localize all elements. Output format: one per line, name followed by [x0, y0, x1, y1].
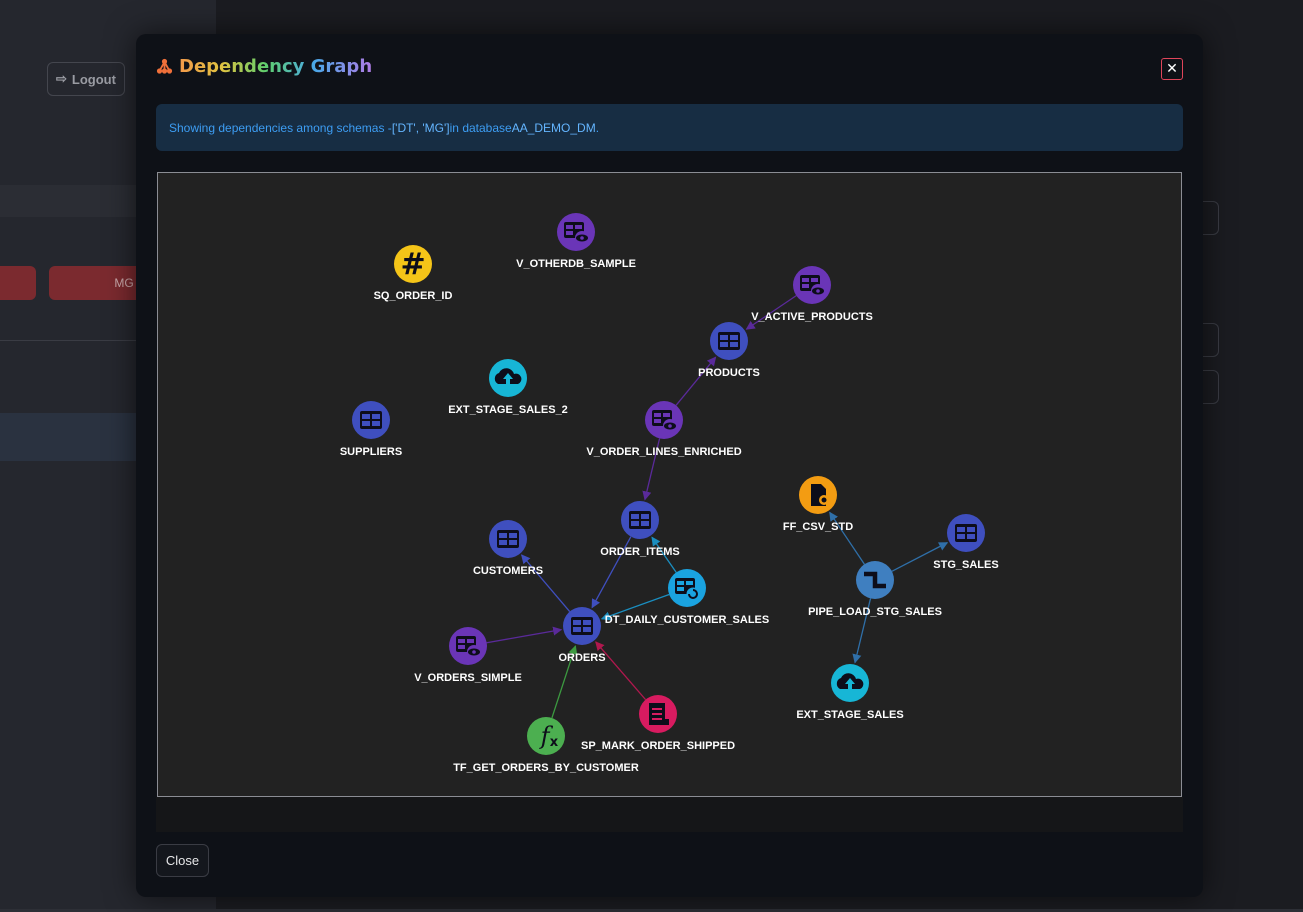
- graph-node-label: SQ_ORDER_ID: [374, 290, 453, 302]
- graph-node-label: STG_SALES: [933, 559, 998, 571]
- dialog-title: Dependency Graph: [156, 56, 372, 77]
- view-icon: [652, 410, 677, 433]
- graph-node-label: V_ORDERS_SIMPLE: [414, 672, 522, 684]
- table-icon: [360, 411, 382, 429]
- table-icon: [955, 524, 977, 542]
- schema-pill-label: MG: [114, 276, 134, 290]
- cloud-upload-icon: [836, 673, 864, 690]
- graph-node-stg-sales[interactable]: STG_SALES: [933, 514, 999, 571]
- info-middle: in database: [449, 120, 512, 135]
- sidebar-divider: [0, 340, 216, 341]
- graph-node-label: EXT_STAGE_SALES_2: [448, 404, 568, 416]
- graph-node-pipe-load-stg-sales[interactable]: PIPE_LOAD_STG_SALES: [808, 561, 942, 618]
- edge-order_items-to-orders[interactable]: [591, 536, 632, 609]
- edge-pipe_load_stg_sales-to-ff_csv_std[interactable]: [829, 511, 865, 565]
- graph-node-products[interactable]: PRODUCTS: [698, 322, 760, 379]
- table-icon: [718, 332, 740, 350]
- graph-footer-strip: [156, 797, 1183, 832]
- edge-sp_mark_order_shipped-to-orders[interactable]: [595, 641, 647, 701]
- graph-node-v-order-lines-enriched[interactable]: V_ORDER_LINES_ENRICHED: [586, 401, 742, 458]
- logout-icon: ⇨: [56, 71, 67, 86]
- edge-pipe_load_stg_sales-to-stg_sales[interactable]: [891, 542, 949, 572]
- info-database: AA_DEMO_DM: [511, 120, 596, 135]
- graph-node-suppliers[interactable]: SUPPLIERS: [340, 401, 402, 458]
- info-prefix: Showing dependencies among schemas -: [169, 120, 392, 135]
- procedure-icon: [649, 703, 669, 725]
- graph-node-dt-daily-customer-sales[interactable]: DT_DAILY_CUSTOMER_SALES: [605, 569, 769, 626]
- dependency-graph-svg[interactable]: # SQ_ORDER_ID V_OTHERDB_SAMPLE V_ACTIVE_PRO…: [158, 173, 1181, 796]
- graph-node-orders[interactable]: ORDERS: [558, 607, 606, 664]
- graph-node-v-active-products[interactable]: V_ACTIVE_PRODUCTS: [751, 266, 873, 323]
- dialog-title-text: Dependency Graph: [179, 56, 373, 77]
- graph-node-order-items[interactable]: ORDER_ITEMS: [600, 501, 680, 558]
- graph-node-label: V_ORDER_LINES_ENRICHED: [586, 446, 741, 458]
- pipe-icon: [864, 571, 886, 589]
- info-schemas: ['DT', 'MG']: [391, 120, 450, 135]
- edge-v_order_lines_enriched-to-products[interactable]: [675, 356, 717, 406]
- svg-text:x: x: [550, 735, 559, 750]
- edge-v_active_products-to-products[interactable]: [745, 295, 797, 330]
- edge-tf_get_orders_by_customer-to-orders[interactable]: [551, 645, 578, 719]
- graph-node-label: ORDER_ITEMS: [600, 546, 679, 558]
- graph-node-circle[interactable]: [394, 245, 432, 283]
- graph-node-ext-stage-sales-2[interactable]: EXT_STAGE_SALES_2: [448, 359, 568, 416]
- edge-dt_daily_customer_sales-to-order_items[interactable]: [651, 536, 677, 573]
- edge-v_orders_simple-to-orders[interactable]: [486, 626, 563, 644]
- graph-node-label: V_ACTIVE_PRODUCTS: [751, 311, 873, 323]
- graph-node-v-orders-simple[interactable]: V_ORDERS_SIMPLE: [414, 627, 522, 684]
- edge-pipe_load_stg_sales-to-ext_stage_sales[interactable]: [852, 598, 872, 664]
- table-icon: [497, 530, 519, 548]
- dependency-graph-canvas[interactable]: # SQ_ORDER_ID V_OTHERDB_SAMPLE V_ACTIVE_PRO…: [157, 172, 1182, 797]
- edge-v_order_lines_enriched-to-order_items[interactable]: [642, 438, 661, 501]
- edge-orders-to-customers[interactable]: [521, 554, 571, 612]
- view-icon: [800, 275, 825, 298]
- graph-node-ff-csv-std[interactable]: FF_CSV_STD: [783, 476, 853, 533]
- cloud-upload-icon: [494, 368, 522, 385]
- bottom-bar: [0, 909, 1303, 912]
- background-input[interactable]: [1190, 370, 1219, 404]
- edge-dt_daily_customer_sales-to-orders[interactable]: [600, 593, 670, 621]
- graph-node-customers[interactable]: CUSTOMERS: [473, 520, 543, 577]
- view-icon: [456, 636, 481, 659]
- graph-node-label: PIPE_LOAD_STG_SALES: [808, 606, 942, 618]
- close-button[interactable]: Close: [156, 844, 209, 877]
- graph-node-label: V_OTHERDB_SAMPLE: [516, 258, 636, 270]
- info-suffix: .: [595, 120, 600, 135]
- graph-icon: [156, 58, 173, 74]
- graph-node-v-otherdb-sample[interactable]: V_OTHERDB_SAMPLE: [516, 213, 636, 270]
- graph-node-label: ORDERS: [558, 652, 605, 664]
- svg-text:#: #: [400, 247, 425, 282]
- graph-node-label: FF_CSV_STD: [783, 521, 853, 533]
- graph-node-label: DT_DAILY_CUSTOMER_SALES: [605, 614, 769, 626]
- graph-node-label: SUPPLIERS: [340, 446, 402, 458]
- table-icon: [571, 617, 593, 635]
- close-icon[interactable]: ✕: [1161, 58, 1183, 80]
- info-banner: Showing dependencies among schemas - ['D…: [156, 104, 1183, 151]
- graph-node-label: EXT_STAGE_SALES: [796, 709, 903, 721]
- hash-icon: #: [400, 247, 425, 282]
- dependency-graph-dialog: Dependency Graph ✕ Showing dependencies …: [136, 34, 1203, 897]
- background-input[interactable]: [1190, 323, 1219, 357]
- graph-node-sp-mark-order-shipped[interactable]: SP_MARK_ORDER_SHIPPED: [581, 695, 735, 752]
- graph-node-label: TF_GET_ORDERS_BY_CUSTOMER: [453, 762, 639, 774]
- file-format-icon: [811, 484, 829, 506]
- graph-node-circle[interactable]: [527, 717, 565, 755]
- view-icon: [564, 222, 589, 245]
- logout-label: Logout: [71, 71, 116, 87]
- dynamic-table-icon: [675, 578, 700, 601]
- graph-node-ext-stage-sales[interactable]: EXT_STAGE_SALES: [796, 664, 904, 721]
- table-icon: [629, 511, 651, 529]
- logout-button[interactable]: ⇨ Logout: [47, 62, 125, 96]
- background-input[interactable]: [1190, 201, 1219, 235]
- graph-node-label: SP_MARK_ORDER_SHIPPED: [581, 740, 735, 752]
- schema-pill[interactable]: [0, 266, 36, 300]
- graph-node-label: CUSTOMERS: [473, 565, 543, 577]
- graph-node-sq-order-id[interactable]: # SQ_ORDER_ID: [374, 245, 453, 302]
- graph-node-label: PRODUCTS: [698, 367, 760, 379]
